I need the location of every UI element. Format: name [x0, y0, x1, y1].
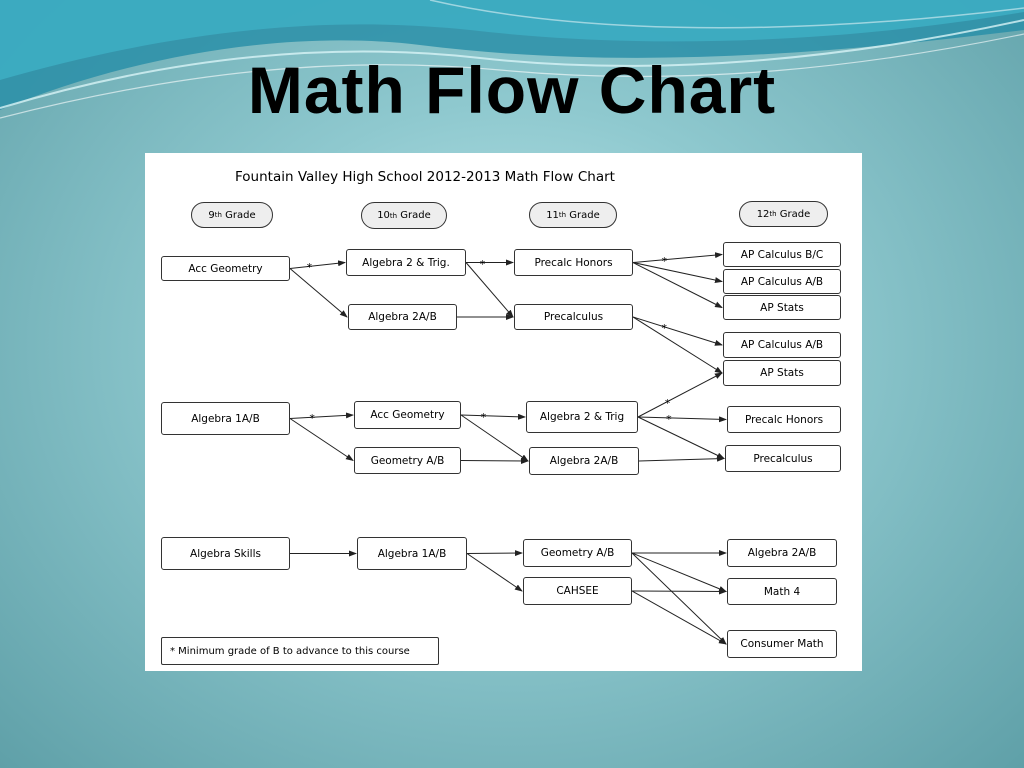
- prerequisite-note: * Minimum grade of B to advance to this …: [161, 637, 439, 665]
- course-algebra2-trig-11: Algebra 2 & Trig: [526, 401, 638, 433]
- flow-arrow-g11_geometry_ab-to-g12_math4: [631, 552, 727, 592]
- flow-arrow-g9_acc_geometry-to-g10_algebra2_trig: [289, 260, 346, 269]
- header-wave-decoration: [0, 0, 1024, 119]
- chart-title: Fountain Valley High School 2012-2013 Ma…: [235, 169, 615, 185]
- course-ap-calculus-bc-12: AP Calculus B/C: [723, 242, 841, 267]
- flow-arrow-g11_algebra2_trig-to-g12_precalculus: [637, 416, 725, 459]
- flow-arrow-g9_algebra1ab-to-g10_acc_geometry: [289, 412, 354, 419]
- flow-arrow-g11_geometry_ab-to-g12_consumer_math: [631, 552, 727, 645]
- course-precalc-honors-11: Precalc Honors: [514, 249, 633, 276]
- course-algebra2ab-11: Algebra 2A/B: [529, 447, 639, 475]
- grade-word: Grade: [779, 208, 811, 220]
- grade-number: 10: [377, 210, 390, 221]
- min-grade-marker: *: [306, 261, 313, 275]
- course-ap-calculus-ab-12a: AP Calculus A/B: [723, 269, 841, 294]
- course-ap-stats-12b: AP Stats: [723, 360, 841, 386]
- flow-chart-panel: Fountain Valley High School 2012-2013 Ma…: [145, 153, 862, 671]
- course-precalc-honors-12: Precalc Honors: [727, 406, 841, 433]
- grade-suffix: th: [769, 210, 777, 218]
- flow-arrow-g10_algebra1ab-to-g11_cahsee: [466, 553, 523, 592]
- flow-arrow-g11_precalc_honors-to-g12_ap_calc_ab_1: [632, 262, 723, 283]
- flow-arrow-g10_algebra1ab-to-g11_geometry_ab: [466, 550, 523, 557]
- grade-suffix: th: [389, 211, 398, 220]
- grade-number: 9: [208, 209, 215, 221]
- course-algebra1ab-9: Algebra 1A/B: [161, 402, 290, 435]
- grade-number: 11: [546, 209, 559, 221]
- flow-arrow-g10_acc_geometry-to-g11_algebra2ab: [460, 414, 529, 462]
- min-grade-marker: *: [309, 412, 315, 426]
- grade-suffix: th: [214, 211, 222, 219]
- flow-arrow-g11_precalculus-to-g12_ap_calc_ab_2: [632, 316, 723, 346]
- grade-word: Grade: [400, 210, 431, 221]
- min-grade-marker: *: [666, 412, 672, 426]
- min-grade-marker: *: [661, 321, 668, 335]
- course-algebra2ab-10: Algebra 2A/B: [348, 304, 457, 330]
- slide-title: Math Flow Chart: [247, 53, 777, 127]
- course-precalculus-12: Precalculus: [725, 445, 841, 472]
- course-algebra2ab-12: Algebra 2A/B: [727, 539, 837, 567]
- course-math4-12: Math 4: [727, 578, 837, 605]
- course-ap-stats-12a: AP Stats: [723, 295, 841, 320]
- flow-arrow-g11_algebra2ab-to-g12_precalculus: [638, 455, 725, 462]
- course-geometry-ab-10: Geometry A/B: [354, 447, 461, 474]
- grade-word: Grade: [225, 209, 256, 221]
- flow-arrow-g10_geometry_ab-to-g11_algebra2ab: [460, 457, 529, 464]
- course-cahsee-11: CAHSEE: [523, 577, 632, 605]
- min-grade-marker: *: [479, 257, 486, 271]
- course-ap-calculus-ab-12b: AP Calculus A/B: [723, 332, 841, 358]
- course-geometry-ab-11: Geometry A/B: [523, 539, 632, 567]
- flow-arrow-g11_algebra2_trig-to-g12_precalc_honors: [637, 416, 727, 423]
- course-algebra2-trig-10: Algebra 2 & Trig.: [346, 249, 466, 276]
- flow-arrows: [289, 252, 727, 645]
- course-acc-geometry-9: Acc Geometry: [161, 256, 290, 281]
- flow-arrow-g11_algebra2_trig-to-g12_ap_stats_2: [637, 372, 723, 418]
- flow-arrow-g11_cahsee-to-g12_math4: [631, 588, 727, 595]
- flow-arrow-g11_cahsee-to-g12_consumer_math: [631, 590, 727, 645]
- grade-word: Grade: [569, 209, 600, 221]
- grade-suffix: th: [558, 211, 567, 219]
- flow-arrow-g11_precalc_honors-to-g12_ap_stats_1: [632, 262, 723, 308]
- course-consumer-math-12: Consumer Math: [727, 630, 837, 658]
- min-grade-marker: *: [661, 254, 668, 268]
- flow-arrow-g11_precalc_honors-to-g12_ap_calc_bc: [632, 252, 723, 263]
- course-algebra-skills-9: Algebra Skills: [161, 537, 290, 570]
- flow-arrow-g11_precalculus-to-g12_ap_stats_2: [632, 316, 723, 374]
- flow-arrow-g10_algebra2_trig-to-g11_precalculus: [465, 262, 514, 318]
- course-algebra1ab-10: Algebra 1A/B: [357, 537, 467, 570]
- flow-arrow-g9_acc_geometry-to-g10_algebra2ab_top: [289, 268, 348, 318]
- course-precalculus-11: Precalculus: [514, 304, 633, 330]
- min-grade-marker: *: [664, 396, 671, 410]
- course-acc-geometry-10: Acc Geometry: [354, 401, 461, 429]
- flow-arrow-g9_algebra1ab-to-g10_geometry_ab: [289, 418, 354, 462]
- min-grade-marker: *: [480, 410, 487, 424]
- grade-number: 12: [756, 208, 770, 220]
- flow-arrow-g10_acc_geometry-to-g11_algebra2_trig: [460, 413, 526, 420]
